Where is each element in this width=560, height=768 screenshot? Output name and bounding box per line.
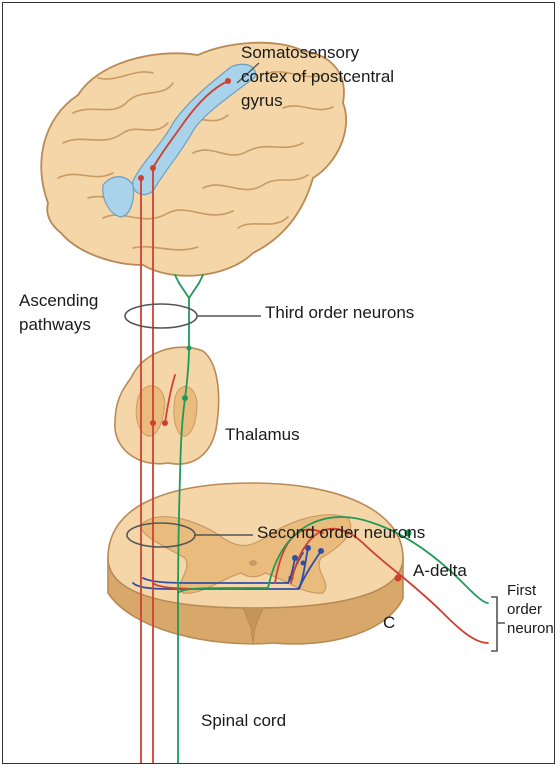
first-order-bracket [491,597,505,651]
spinal-cord-label: Spinal cord [201,709,286,733]
first-order-label-line2: order [507,600,542,619]
cortex-label-line2: cortex of postcentral [241,65,394,89]
a-delta-label: A-delta [413,559,467,583]
pain-pathway-diagram [3,3,555,764]
c-fiber-label: C [383,611,395,635]
thalamus [115,347,219,464]
cortex-label-line3: gyrus [241,89,283,113]
ascending-label-line2: pathways [19,313,91,337]
ascending-label-line1: Ascending [19,289,98,313]
second-order-label: Second order neurons [257,521,425,545]
thalamus-outline [115,347,219,464]
third-order-label: Third order neurons [265,301,414,325]
first-order-label-line1: First [507,581,536,600]
central-canal [249,560,257,566]
first-order-label-line3: neurons [507,619,555,638]
thalamus-label: Thalamus [225,423,300,447]
figure: Somatosensory cortex of postcentral gyru… [2,2,555,764]
third-order-ring [125,304,197,328]
cortex-label-line1: Somatosensory [241,41,359,65]
